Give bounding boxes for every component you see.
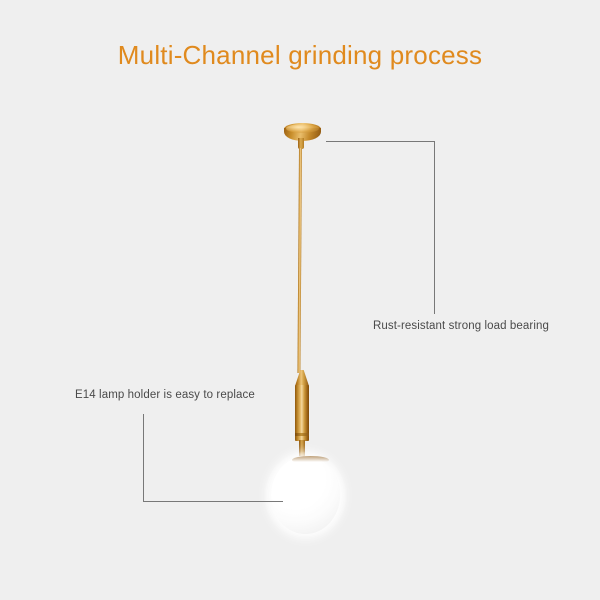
annotation-lamp-holder: E14 lamp holder is easy to replace xyxy=(75,389,255,401)
canopy-cord-grip-icon xyxy=(298,138,304,149)
lamp-body-cylinder-icon xyxy=(295,385,309,441)
leader-line-rust-resistant-vertical xyxy=(434,141,435,314)
leader-line-lamp-holder-vertical xyxy=(143,414,144,502)
leader-line-rust-resistant-horizontal xyxy=(326,141,435,142)
ceiling-canopy-highlight-icon xyxy=(286,124,319,133)
globe-collar-shadow-icon xyxy=(292,456,329,464)
lamp-body-neck-icon xyxy=(299,440,305,456)
lamp-body-ring-icon xyxy=(295,433,309,436)
opal-glass-globe-icon xyxy=(271,456,340,534)
leader-line-lamp-holder-horizontal xyxy=(143,501,283,502)
annotation-rust-resistant: Rust-resistant strong load bearing xyxy=(373,320,549,332)
page-title: Multi-Channel grinding process xyxy=(117,40,483,70)
suspension-cord-icon xyxy=(297,147,302,374)
